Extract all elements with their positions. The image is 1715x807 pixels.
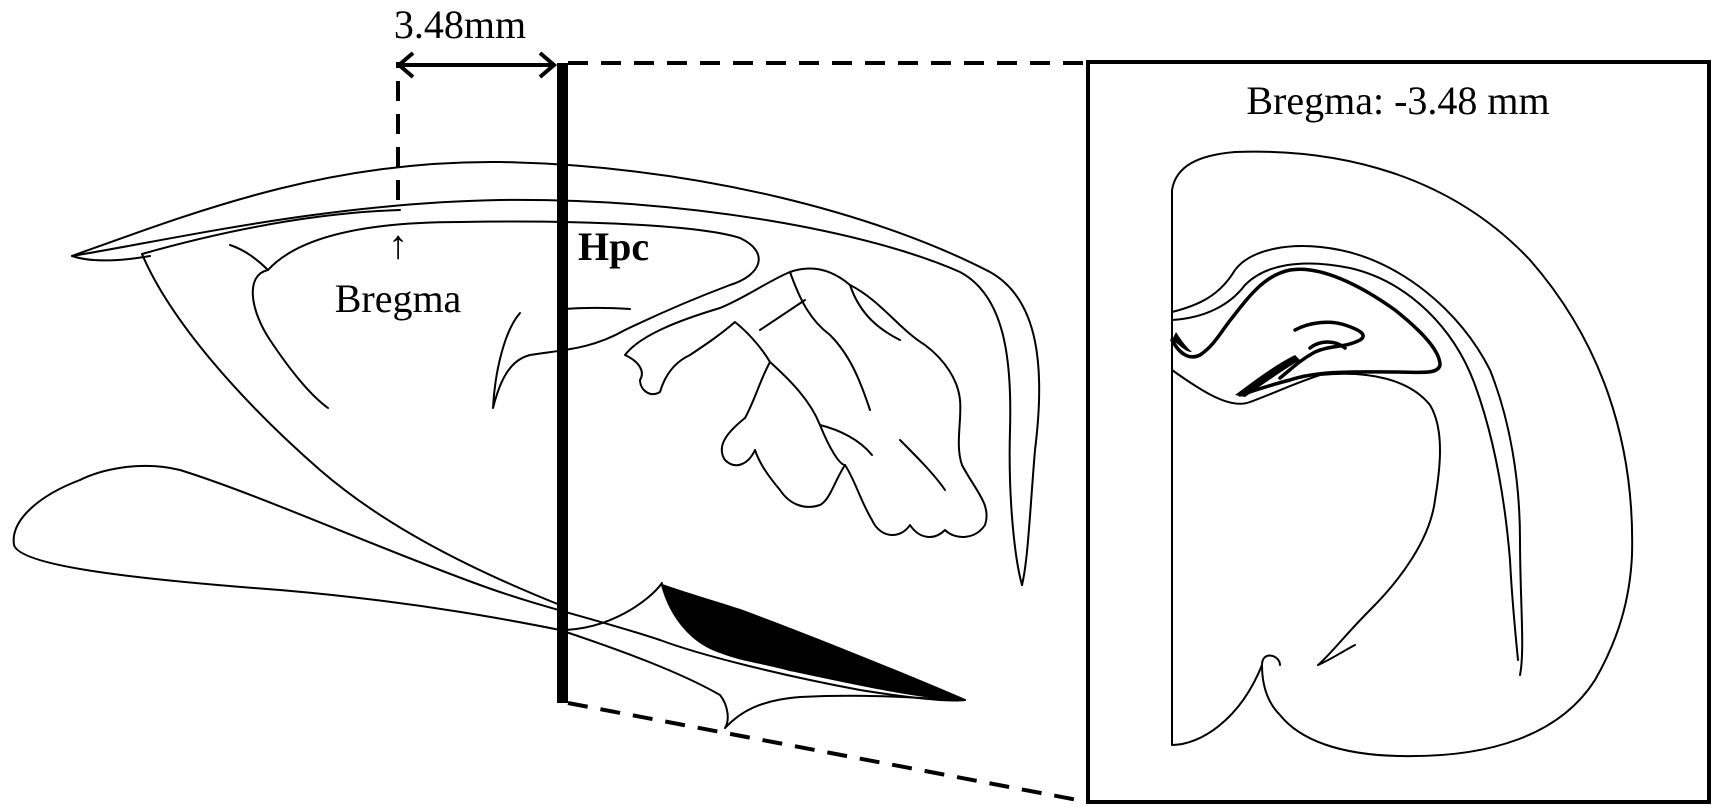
inset-title: Bregma: -3.48 mm (1246, 78, 1549, 123)
ventral-black-region (662, 585, 965, 700)
cerebellum-outline (625, 268, 987, 536)
distance-arrow (399, 53, 554, 77)
coronal-cut-line (557, 63, 568, 703)
bregma-label: Bregma (335, 276, 462, 321)
sagittal-brain-outline (14, 162, 1040, 728)
hpc-region-label: Hpc (578, 224, 649, 269)
coronal-section-outline (1172, 152, 1632, 756)
distance-label: 3.48mm (394, 2, 526, 47)
bregma-arrow-icon: ↑ (388, 222, 408, 267)
projection-line-bottom (568, 703, 1088, 802)
coronal-inset-frame (1088, 62, 1709, 802)
